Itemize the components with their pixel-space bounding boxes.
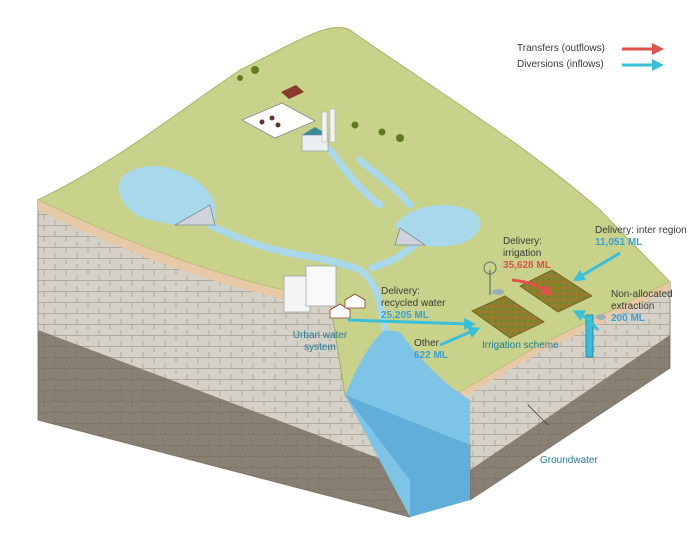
factory-roof	[302, 127, 328, 135]
inter-region-title: Delivery: inter region	[595, 225, 687, 236]
irrigation-scheme-label: Irrigation scheme	[482, 340, 559, 351]
left-dam	[173, 204, 216, 226]
sand-rim-right	[460, 282, 670, 398]
right-dam	[394, 227, 427, 246]
right-lake	[395, 205, 481, 247]
recycled-title-1: Delivery:	[381, 286, 420, 297]
tree	[378, 128, 386, 136]
urban-tower	[305, 265, 337, 307]
non-allocated-label: Non-allocated extraction 200 ML	[611, 289, 673, 325]
groundwater-label: Groundwater	[540, 455, 598, 466]
legend-transfers-label: Transfers (outflows)	[517, 43, 605, 54]
farm-house	[281, 85, 304, 99]
farm-paddock	[241, 102, 316, 139]
nonalloc-value: 200 ML	[611, 313, 645, 324]
recycled-title-2: recycled water	[381, 298, 446, 309]
chimney	[329, 108, 336, 143]
arrow-other	[439, 326, 481, 347]
irrigation-title-2: irrigation	[503, 248, 542, 259]
tree	[251, 66, 259, 74]
cow	[259, 119, 265, 125]
groundwater-bore	[585, 314, 594, 358]
left-lake	[118, 166, 216, 226]
gorge-front	[345, 395, 470, 517]
other-title: Other	[414, 338, 440, 349]
urban-water-label: Urban water system	[285, 330, 355, 354]
tree	[396, 134, 404, 142]
windmill-head	[483, 261, 497, 275]
cow	[269, 115, 275, 121]
urban-house	[344, 293, 366, 309]
inter-region-label: Delivery: inter region 11,051 ML	[595, 225, 687, 249]
arrow-irrigation-transfer	[511, 278, 553, 296]
field-left	[471, 295, 545, 339]
inter-region-value: 11,051 ML	[595, 237, 643, 248]
arrow-non-allocated	[572, 310, 600, 331]
cow	[275, 122, 281, 128]
bore-tank	[596, 314, 606, 320]
arrow-inter-region	[572, 251, 621, 282]
nonalloc-title-2: extraction	[611, 301, 655, 312]
irrigation-delivery-label: Delivery: irrigation 35,628 ML	[503, 236, 551, 272]
other-label: Other 622 ML	[414, 338, 448, 362]
other-value: 622 ML	[414, 350, 448, 361]
urban-line-2: system	[304, 342, 336, 353]
tree	[351, 121, 359, 129]
groundwater-pointer	[527, 404, 549, 426]
field-right	[519, 269, 593, 313]
legend-diversions-label: Diversions (inflows)	[517, 59, 604, 70]
irrigation-value: 35,628 ML	[503, 260, 551, 271]
arrow-recycled-water	[347, 317, 476, 330]
water-tank	[492, 289, 504, 295]
river	[206, 146, 424, 334]
recycled-water-label: Delivery: recycled water 25,205 ML	[381, 286, 445, 322]
urban-line-1: Urban water	[292, 330, 348, 341]
left-soil-base	[38, 330, 410, 517]
chimney	[321, 111, 328, 143]
right-soil-base	[470, 335, 670, 500]
irrigation-title-1: Delivery:	[503, 236, 542, 247]
recycled-value: 25,205 ML	[381, 310, 429, 321]
nonalloc-title-1: Non-allocated	[611, 289, 673, 300]
tree	[237, 75, 243, 81]
